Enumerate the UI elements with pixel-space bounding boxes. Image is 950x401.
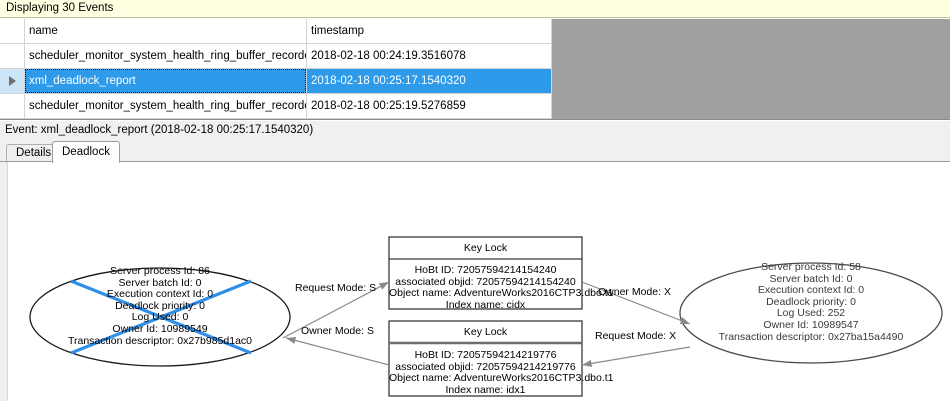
right-process-ellipse bbox=[679, 262, 943, 364]
key-lock-top-hobt-id: HoBt ID: 72057594214154240 bbox=[414, 264, 557, 276]
table-row-selected[interactable]: xml_deadlock_report 2018-02-18 00:25:17.… bbox=[0, 69, 552, 94]
right-deadlock-priority: Deadlock priority: 0 bbox=[766, 295, 856, 308]
row-timestamp-cell[interactable]: 2018-02-18 00:25:17.1540320 bbox=[307, 69, 552, 94]
edge-right-owner-top-line bbox=[581, 281, 691, 325]
row-name-cell[interactable]: xml_deadlock_report bbox=[25, 69, 307, 94]
edge-label-owner-mode-x: Owner Mode: X bbox=[598, 286, 671, 298]
key-lock-bottom-object-name: Object name: AdventureWorks2016CTP3.dbo.… bbox=[389, 372, 614, 385]
right-server-batch-id: Server batch Id: 0 bbox=[769, 272, 853, 285]
edge-left-request-top-line bbox=[282, 281, 390, 339]
deadlock-graph-canvas[interactable]: Server process Id: 86 Server batch Id: 0… bbox=[0, 161, 950, 401]
left-server-batch-id: Server batch Id: 0 bbox=[118, 276, 202, 289]
table-row[interactable]: scheduler_monitor_system_health_ring_buf… bbox=[0, 44, 552, 69]
edge-left-owner-bottom-line bbox=[285, 336, 390, 366]
key-lock-bottom-hobt-id: HoBt ID: 72057594214219776 bbox=[414, 349, 557, 361]
key-lock-top-object-name: Object name: AdventureWorks2016CTP3.dbo.… bbox=[389, 287, 614, 300]
left-deadlock-priority: Deadlock priority: 0 bbox=[115, 299, 205, 312]
key-lock-bottom-title: Key Lock bbox=[463, 326, 508, 338]
left-log-used: Log Used: 0 bbox=[131, 311, 189, 324]
row-marker-cell-current[interactable] bbox=[0, 69, 25, 94]
right-transaction-descriptor: Transaction descriptor: 0x27ba15a4490 bbox=[718, 330, 904, 343]
key-lock-bottom-index-name: Index name: idx1 bbox=[445, 383, 526, 396]
key-lock-top-text: HoBt ID: 72057594214154240 associated ob… bbox=[389, 264, 614, 311]
left-process-ellipse bbox=[29, 267, 291, 367]
left-transaction-descriptor: Transaction descriptor: 0x27b985d1ac0 bbox=[67, 334, 253, 347]
row-timestamp-cell[interactable]: 2018-02-18 00:24:19.3516078 bbox=[307, 44, 552, 69]
events-grid[interactable]: name timestamp scheduler_monitor_system_… bbox=[0, 19, 950, 120]
canvas-left-rail bbox=[0, 162, 8, 401]
right-log-used: Log Used: 252 bbox=[776, 307, 846, 320]
edge-label-owner-mode-s: Owner Mode: S bbox=[301, 325, 374, 337]
left-process-text: Server process Id: 86 Server batch Id: 0… bbox=[40, 265, 280, 347]
header-cell-marker bbox=[0, 19, 25, 44]
play-triangle-icon bbox=[9, 76, 16, 86]
edge-label-request-mode-s: Request Mode: S bbox=[295, 282, 377, 294]
key-lock-top-box bbox=[388, 236, 583, 310]
row-name-cell[interactable]: scheduler_monitor_system_health_ring_buf… bbox=[25, 44, 307, 69]
header-cell-name[interactable]: name bbox=[25, 19, 307, 44]
info-bar: Displaying 30 Events bbox=[0, 0, 950, 18]
row-marker-cell[interactable] bbox=[0, 94, 25, 119]
table-row[interactable]: scheduler_monitor_system_health_ring_buf… bbox=[0, 94, 552, 119]
right-server-process-id: Server process Id: 58 bbox=[761, 261, 861, 273]
left-server-process-id: Server process Id: 86 bbox=[110, 265, 210, 277]
header-cell-timestamp[interactable]: timestamp bbox=[307, 19, 552, 44]
event-caption-bar: Event: xml_deadlock_report (2018-02-18 0… bbox=[0, 121, 950, 141]
row-name-cell[interactable]: scheduler_monitor_system_health_ring_buf… bbox=[25, 94, 307, 119]
edge-label-request-mode-x: Request Mode: X bbox=[595, 330, 677, 342]
key-lock-bottom-box bbox=[388, 320, 583, 397]
key-lock-top-associated-objid: associated objid: 72057594214154240 bbox=[395, 275, 576, 288]
deadlock-graph: Server process Id: 86 Server batch Id: 0… bbox=[0, 162, 950, 401]
deadlock-graph-vectors bbox=[29, 236, 943, 397]
grid-header-row: name timestamp bbox=[0, 19, 552, 44]
key-lock-bottom-text: HoBt ID: 72057594214219776 associated ob… bbox=[389, 349, 614, 396]
tab-details[interactable]: Details bbox=[6, 144, 62, 162]
row-name-text: xml_deadlock_report bbox=[29, 75, 136, 87]
left-owner-id: Owner Id: 10989549 bbox=[112, 322, 208, 335]
left-execution-context-id: Execution context Id: 0 bbox=[106, 288, 214, 301]
right-owner-id: Owner Id: 10989547 bbox=[763, 318, 859, 331]
row-marker-cell[interactable] bbox=[0, 44, 25, 69]
key-lock-bottom-associated-objid: associated objid: 72057594214219776 bbox=[395, 360, 576, 373]
key-lock-top-title: Key Lock bbox=[463, 242, 508, 254]
tab-strip: Details Deadlock bbox=[0, 141, 950, 163]
right-process-text: Server process Id: 58 Server batch Id: 0… bbox=[691, 261, 931, 343]
tab-deadlock[interactable]: Deadlock bbox=[52, 141, 120, 163]
row-timestamp-cell[interactable]: 2018-02-18 00:25:19.5276859 bbox=[307, 94, 552, 119]
edge-right-request-bottom-line bbox=[581, 346, 691, 367]
victim-cross-line-b bbox=[70, 279, 252, 355]
event-caption-label: Event: xml_deadlock_report (2018-02-18 0… bbox=[5, 124, 314, 136]
right-execution-context-id: Execution context Id: 0 bbox=[757, 284, 865, 297]
displaying-events-label: Displaying 30 Events bbox=[6, 2, 114, 14]
key-lock-top-index-name: Index name: cidx bbox=[445, 298, 526, 311]
